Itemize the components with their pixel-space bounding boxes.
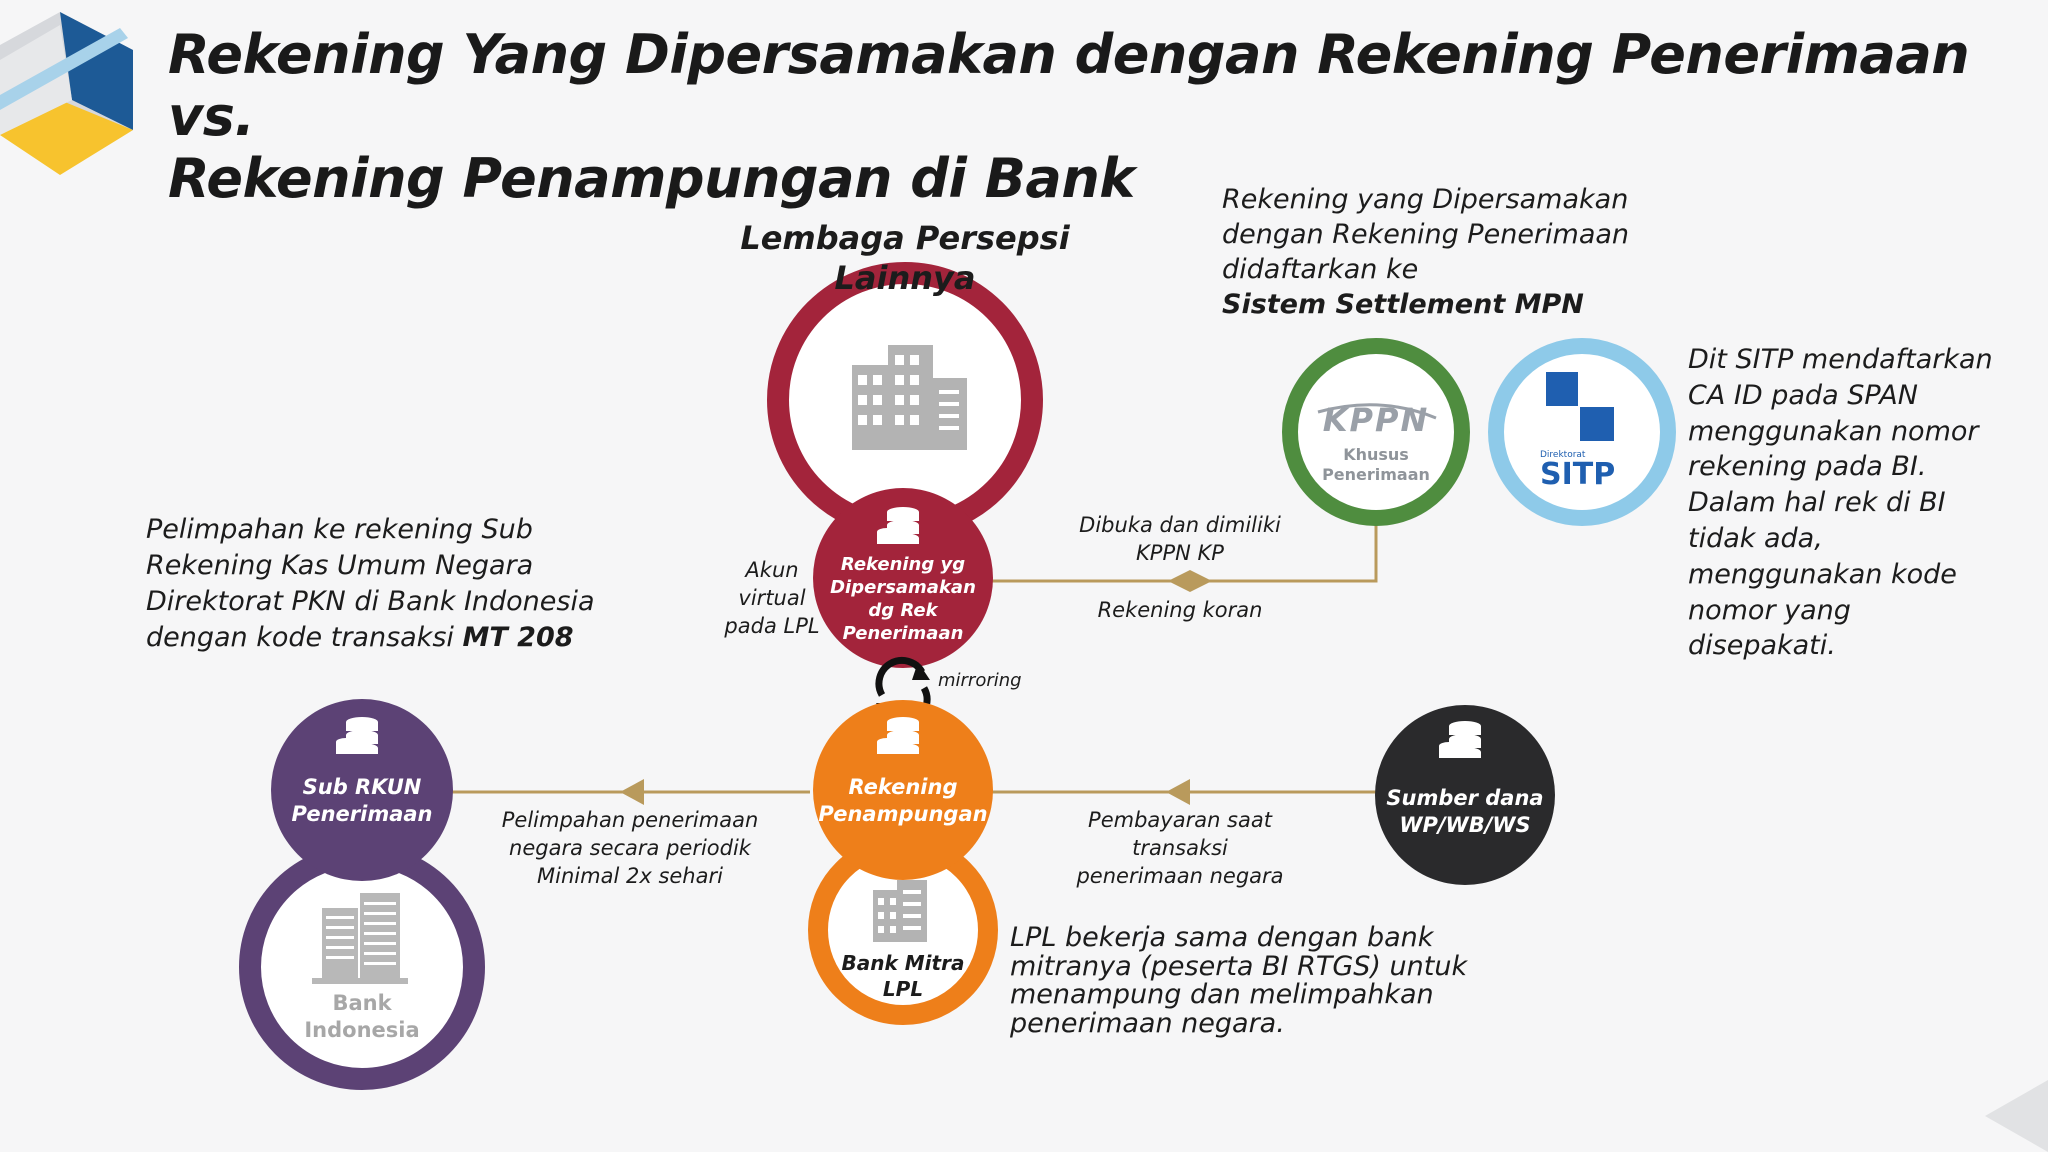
sumber-dana-label: Sumber dana WP/WB/WS xyxy=(1386,786,1544,837)
bank-indonesia-label: Bank Indonesia xyxy=(304,991,420,1042)
lpl-note: LPL bekerja sama dengan bank mitranya (p… xyxy=(1010,922,1468,1039)
rek-penampungan-label: Rekening Penampungan xyxy=(818,775,988,826)
akun-virtual-label: Akun virtual pada LPL xyxy=(724,558,820,638)
corner-arrow-decoration xyxy=(1985,1080,2048,1152)
rek-dipersamakan-circle xyxy=(813,488,993,668)
sitp-logo-text: SITP xyxy=(1540,457,1616,492)
kppn-ring xyxy=(1282,338,1470,526)
rekening-koran-label: Rekening koran xyxy=(1097,598,1263,622)
building-icon xyxy=(852,345,967,450)
kppn-subtitle: Khusus Penerimaan xyxy=(1322,445,1430,484)
rek-dipersamakan-label: Rekening yg Dipersamakan dg Rek Penerima… xyxy=(830,554,976,644)
pembayaran-label: Pembayaran saat transaksi penerimaan neg… xyxy=(1076,808,1284,888)
corner-decoration xyxy=(0,12,133,175)
sitp-small-label: Direktorat xyxy=(1540,450,1586,460)
pelimpahan-periodik-label: Pelimpahan penerimaan negara secara peri… xyxy=(501,808,759,888)
page-title: Rekening Yang Dipersamakan dengan Rekeni… xyxy=(168,23,1970,210)
rek-penampungan-circle xyxy=(813,700,993,880)
sub-rkun-circle xyxy=(271,699,453,881)
arrow-left-icon xyxy=(620,570,1212,805)
sitp-logo-icon xyxy=(1546,372,1614,441)
kppn-logo: KPPN xyxy=(1322,401,1430,439)
building-icon xyxy=(312,893,408,984)
sitp-note: Dit SITP mendaftarkan CA ID pada SPAN me… xyxy=(1688,344,1993,662)
dibuka-label: Dibuka dan dimiliki KPPN KP xyxy=(1079,513,1281,565)
building-icon xyxy=(873,880,927,942)
mpn-note: Rekening yang Dipersamakan dengan Rekeni… xyxy=(1222,184,1630,320)
coins-icon xyxy=(336,507,1481,758)
pelimpahan-note: Pelimpahan ke rekening Sub Rekening Kas … xyxy=(146,514,595,653)
mirroring-label: mirroring xyxy=(938,670,1022,691)
lembaga-heading: Lembaga Persepsi Lainnya xyxy=(740,219,1070,297)
sub-rkun-label: Sub RKUN Penerimaan xyxy=(291,775,433,826)
kppn-logo-swoosh xyxy=(1317,403,1437,420)
sumber-dana-circle xyxy=(1375,705,1555,885)
bank-mitra-label: Bank Mitra LPL xyxy=(841,951,965,1001)
